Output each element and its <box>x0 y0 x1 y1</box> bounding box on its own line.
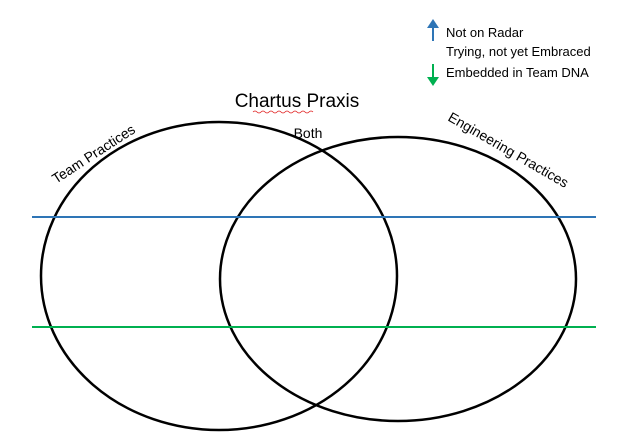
both-label: Both <box>294 125 323 141</box>
engineering-practices-circle <box>218 135 578 423</box>
up-arrow-icon <box>427 19 439 41</box>
legend-not-on-radar: Not on Radar <box>446 25 524 40</box>
diagram-title: Chartus Praxis <box>235 91 360 112</box>
spellcheck-underline <box>252 110 314 114</box>
team-practices-label: Team Practices <box>49 121 138 187</box>
legend-trying-not-embraced: Trying, not yet Embraced <box>446 44 591 59</box>
legend-embedded-in-team-dna: Embedded in Team DNA <box>446 65 589 80</box>
team-practices-circle <box>39 120 399 432</box>
legend: Not on Radar Trying, not yet Embraced Em… <box>427 19 591 86</box>
down-arrow-icon <box>427 64 439 86</box>
engineering-practices-label: Engineering Practices <box>446 109 572 191</box>
